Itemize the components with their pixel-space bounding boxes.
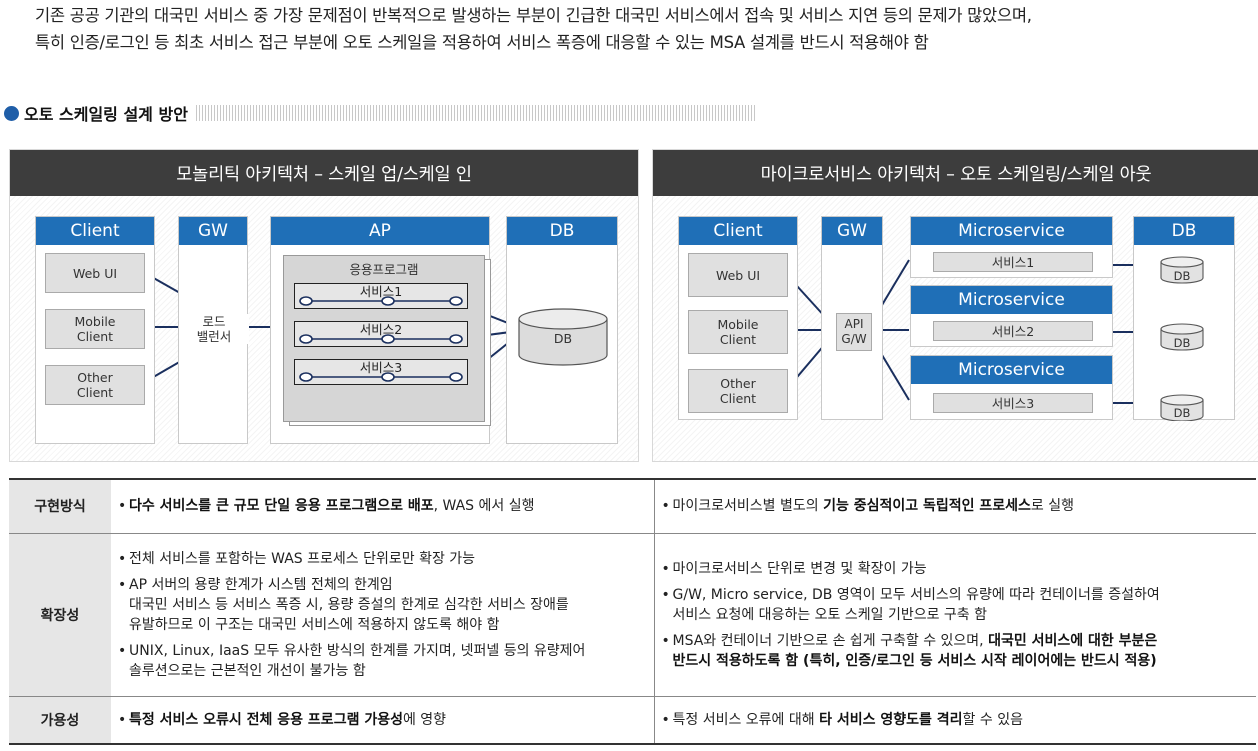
service-bar-3: 서비스3	[294, 359, 468, 385]
ms-client-column-header: Client	[679, 217, 797, 245]
microservice-1-header: Microservice	[911, 217, 1112, 245]
bullet-text: 마이크로서비스 단위로 변경 및 확장이 가능	[672, 560, 927, 577]
decorative-stripes	[195, 105, 756, 121]
ms-db-column: DB DB DB DB	[1133, 216, 1235, 421]
bullet-dot-icon	[4, 105, 19, 121]
section-title-text: 오토 스케일링 설계 방안	[24, 105, 188, 124]
bullet-item: AP 서버의 용량 한계가 시스템 전체의 한계임 대국민 서비스 등 서비스 …	[117, 575, 648, 635]
ms-database-icons	[1160, 256, 1204, 421]
row-header-scalability: 확장성	[9, 533, 111, 697]
load-balancer-label: 로드 밸런서	[179, 314, 249, 344]
row-header-implementation: 구현방식	[9, 478, 111, 534]
table-row: 가용성 특정 서비스 오류시 전체 응용 프로그램 가용성에 영향 특정 서비스…	[9, 696, 1256, 745]
ap-column: AP 응용프로그램 서비스1 서비스2 서비스3	[270, 216, 491, 444]
client-other: Other Client	[45, 365, 145, 405]
table-row: 구현방식 다수 서비스를 큰 규모 단일 응용 프로그램으로 배포, WAS 에…	[9, 478, 1256, 534]
bullet-item: 마이크로서비스별 별도의 기능 중심적이고 독립적인 프로세스로 실행	[661, 496, 1251, 516]
application-label: 응용프로그램	[349, 262, 419, 277]
bullet-text: 타 서비스 영향도를 격리	[819, 711, 963, 728]
gw-column: GW 로드 밸런서	[178, 216, 249, 444]
client-mobile: Mobile Client	[45, 309, 145, 349]
bullet-text: 에 영향	[402, 711, 447, 728]
bullet-text: 할 수 있음	[962, 711, 1023, 728]
bullet-text: AP 서버의 용량 한계가 시스템 전체의 한계임 대국민 서비스 등 서비스 …	[129, 576, 569, 633]
client-web-ui: Web UI	[45, 253, 145, 293]
bullet-text: 다수 서비스를 큰 규모 단일 응용 프로그램으로 배포	[129, 498, 434, 515]
ms-client-column: Client Web UI Mobile Client Other Client	[678, 216, 798, 420]
ap-column-header: AP	[271, 217, 489, 245]
bullet-item: MSA와 컨테이너 기반으로 손 쉽게 구축할 수 있으며, 대국민 서비스에 …	[661, 631, 1251, 671]
bullet-item: 특정 서비스 오류시 전체 응용 프로그램 가용성에 영향	[117, 710, 648, 730]
microservice-3: Microservice 서비스3	[910, 355, 1113, 420]
microservice-panel: 마이크로서비스 아키텍처 – 오토 스케일링/스케일 아웃 Client Web…	[652, 149, 1258, 462]
monolithic-panel-title: 모놀리틱 아키텍처 – 스케일 업/스케일 인	[10, 150, 638, 196]
table-row: 확장성 전체 서비스를 포함하는 WAS 프로세스 단위로만 확장 가능 AP 서…	[9, 533, 1256, 697]
cell: 특정 서비스 오류시 전체 응용 프로그램 가용성에 영향	[111, 696, 655, 745]
gw-column-header: GW	[179, 217, 247, 245]
service-bar-2: 서비스2	[294, 321, 468, 347]
ms-db-column-header: DB	[1134, 217, 1234, 245]
intro-line-2: 특히 인증/로그인 등 최초 서비스 접근 부분에 오토 스케일을 적용하여 서…	[35, 33, 929, 52]
bullet-text: UNIX, Linux, IaaS 모두 유사한 방식의 한계를 가지며, 넷퍼…	[129, 642, 586, 679]
application-box: 응용프로그램 서비스1 서비스2 서비스3	[283, 255, 485, 422]
db-column-header: DB	[507, 217, 617, 245]
service-nodes	[299, 296, 463, 382]
intro-text: 기존 공공 기관의 대국민 서비스 중 가장 문제점이 반복적으로 발생하는 부…	[35, 2, 1250, 56]
cell: 특정 서비스 오류에 대해 타 서비스 영향도를 격리할 수 있음	[654, 696, 1256, 745]
ms-db-label-2: DB	[1173, 336, 1191, 350]
bullet-item: 다수 서비스를 큰 규모 단일 응용 프로그램으로 배포, WAS 에서 실행	[117, 496, 648, 516]
ms-gw-column-header: GW	[822, 217, 882, 245]
microservice-2: Microservice 서비스2	[910, 285, 1113, 347]
monolithic-panel: 모놀리틱 아키텍처 – 스케일 업/스케일 인 Client Web UI Mo…	[9, 149, 639, 462]
service-2-label: 서비스2	[359, 322, 403, 337]
service-3-label: 서비스3	[359, 360, 403, 375]
service-1-label: 서비스1	[359, 284, 403, 299]
service-bar-1: 서비스1	[294, 283, 468, 309]
client-column: Client Web UI Mobile Client Other Client	[35, 216, 155, 444]
bullet-text: 특정 서비스 오류에 대해	[672, 711, 820, 728]
bullet-text: 대국민 서비스에 대한 부분은 반드시 적용하도록 함 (특히, 인증/로그인 …	[672, 632, 1158, 669]
database-icon	[518, 308, 608, 366]
ms-service-2: 서비스2	[933, 321, 1093, 341]
cell: 전체 서비스를 포함하는 WAS 프로세스 단위로만 확장 가능 AP 서버의 용…	[111, 533, 655, 697]
bullet-text: 마이크로서비스별 별도의	[672, 498, 824, 515]
cell: 마이크로서비스 단위로 변경 및 확장이 가능 G/W, Micro servic…	[654, 533, 1256, 697]
bullet-text: 특정 서비스 오류시 전체 응용 프로그램 가용성	[129, 711, 403, 728]
ms-client-other: Other Client	[688, 369, 788, 413]
bullet-text: , WAS 에서 실행	[433, 498, 535, 515]
db-column: DB DB	[506, 216, 618, 444]
bullet-item: 특정 서비스 오류에 대해 타 서비스 영향도를 격리할 수 있음	[661, 710, 1251, 730]
bullet-item: 마이크로서비스 단위로 변경 및 확장이 가능	[661, 559, 1251, 579]
database-label: DB	[553, 331, 573, 346]
ms-db-label-3: DB	[1173, 406, 1191, 420]
bullet-item: UNIX, Linux, IaaS 모두 유사한 방식의 한계를 가지며, 넷퍼…	[117, 641, 648, 681]
ms-gw-column: GW API G/W	[821, 216, 883, 420]
ms-client-mobile: Mobile Client	[688, 310, 788, 354]
cell: 마이크로서비스별 별도의 기능 중심적이고 독립적인 프로세스로 실행	[654, 478, 1256, 534]
comparison-table: 구현방식 다수 서비스를 큰 규모 단일 응용 프로그램으로 배포, WAS 에…	[9, 478, 1256, 745]
microservice-panel-title: 마이크로서비스 아키텍처 – 오토 스케일링/스케일 아웃	[653, 150, 1258, 196]
ms-service-3: 서비스3	[933, 393, 1093, 413]
bullet-item: 전체 서비스를 포함하는 WAS 프로세스 단위로만 확장 가능	[117, 549, 648, 569]
bullet-item: G/W, Micro service, DB 영역이 모두 서비스의 유량에 따…	[661, 585, 1251, 625]
microservice-1: Microservice 서비스1	[910, 216, 1113, 278]
bullet-text: G/W, Micro service, DB 영역이 모두 서비스의 유량에 따…	[672, 586, 1160, 623]
row-header-availability: 가용성	[9, 696, 111, 745]
bullet-text: 로 실행	[1030, 498, 1075, 515]
section-title: 오토 스케일링 설계 방안	[4, 100, 756, 126]
api-gateway-box: API G/W	[836, 313, 872, 351]
cell: 다수 서비스를 큰 규모 단일 응용 프로그램으로 배포, WAS 에서 실행	[111, 478, 655, 534]
bullet-text: MSA와 컨테이너 기반으로 손 쉽게 구축할 수 있으며,	[672, 632, 989, 649]
ms-db-label-1: DB	[1173, 269, 1191, 283]
intro-line-1: 기존 공공 기관의 대국민 서비스 중 가장 문제점이 반복적으로 발생하는 부…	[35, 6, 1032, 25]
microservice-2-header: Microservice	[911, 286, 1112, 314]
ms-service-1: 서비스1	[933, 252, 1093, 272]
bullet-text: 기능 중심적이고 독립적인 프로세스	[823, 498, 1031, 515]
client-column-header: Client	[36, 217, 154, 245]
bullet-text: 전체 서비스를 포함하는 WAS 프로세스 단위로만 확장 가능	[129, 550, 476, 567]
ms-client-web-ui: Web UI	[688, 253, 788, 297]
microservice-3-header: Microservice	[911, 356, 1112, 384]
